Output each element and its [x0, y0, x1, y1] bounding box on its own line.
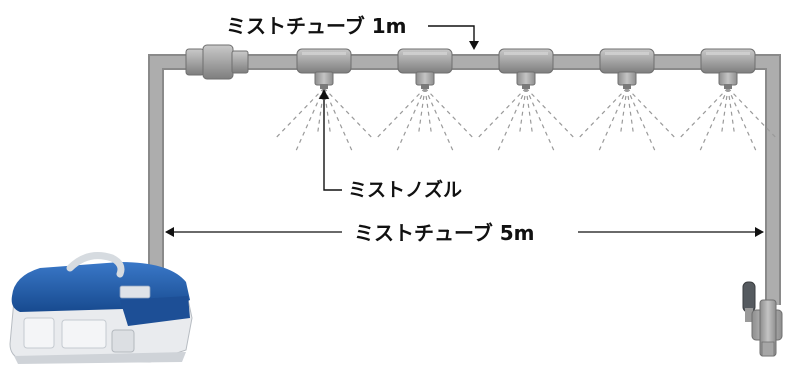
mist-nozzle — [397, 48, 453, 89]
tube-5m-label: ミストチューブ 5m — [354, 221, 535, 245]
mist-spray — [375, 87, 475, 153]
mist-spray — [678, 87, 778, 153]
nozzle-leader — [319, 89, 342, 191]
tube-connector — [185, 44, 249, 80]
mist-spray — [577, 87, 677, 153]
mist-nozzle — [700, 48, 756, 89]
pump-unit — [9, 252, 193, 364]
mist-spray-group — [274, 87, 778, 153]
tube-1m-label: ミストチューブ 1m — [226, 14, 407, 38]
mist-nozzle-group — [296, 48, 756, 89]
mist-nozzle — [296, 48, 352, 89]
tube-5m-dimension — [165, 227, 764, 237]
mist-nozzle — [498, 48, 554, 89]
mist-nozzle — [599, 48, 655, 89]
tube-1m-leader — [428, 25, 479, 50]
mist-spray — [476, 87, 576, 153]
nozzle-label: ミストノズル — [348, 178, 462, 201]
faucet-valve — [742, 281, 783, 357]
mist-tube — [148, 54, 781, 305]
